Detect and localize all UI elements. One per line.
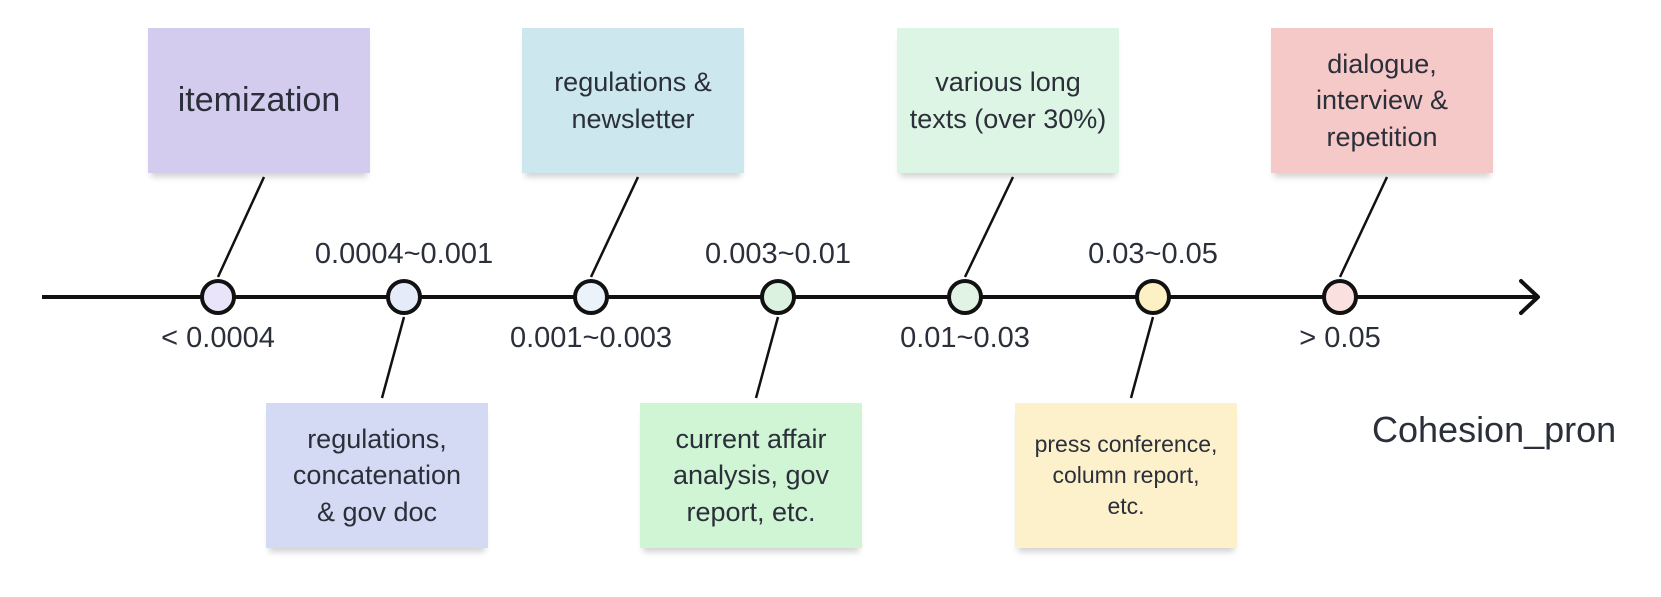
connector-line: [589, 176, 640, 278]
timeline-marker: [1322, 279, 1358, 315]
connector-line: [380, 316, 406, 399]
timeline-markers: [200, 279, 1358, 315]
category-card-itemization: itemization: [148, 28, 370, 173]
range-label: > 0.05: [1299, 322, 1381, 354]
timeline-marker: [200, 279, 236, 315]
card-label: current affair analysis, gov report, etc…: [672, 423, 830, 527]
category-card-dialogue: dialogue, interview & repetition: [1271, 28, 1493, 173]
range-label: 0.003~0.01: [705, 238, 851, 270]
connector-line: [963, 176, 1015, 278]
timeline-marker: [760, 279, 796, 315]
category-card-long-texts: various long texts (over 30%): [897, 28, 1119, 173]
card-label: various long texts (over 30%): [909, 67, 1107, 134]
connector-line: [754, 316, 780, 399]
category-card-press-conference: press conference, column report, etc.: [1015, 403, 1237, 548]
category-card-current-affair: current affair analysis, gov report, etc…: [640, 403, 862, 548]
card-label: press conference, column report, etc.: [1034, 430, 1218, 520]
timeline-marker: [1135, 279, 1171, 315]
card-label: dialogue, interview & repetition: [1315, 48, 1449, 152]
category-card-regulations-gov-doc: regulations, concatenation & gov doc: [266, 403, 488, 548]
connector-line: [1129, 316, 1155, 399]
range-label: 0.0004~0.001: [314, 238, 494, 270]
range-label: 0.01~0.03: [900, 322, 1030, 354]
range-label: < 0.0004: [161, 322, 275, 354]
card-label: itemization: [177, 80, 341, 119]
timeline-marker: [947, 279, 983, 315]
range-label: 0.03~0.05: [1088, 238, 1218, 270]
axis-arrowhead: [1519, 279, 1540, 315]
axis-title: Cohesion_pron: [1372, 409, 1617, 450]
range-label: 0.001~0.003: [509, 322, 673, 354]
connector-line: [216, 176, 266, 278]
card-label: regulations, concatenation & gov doc: [292, 423, 462, 527]
category-card-regulations-newsletter: regulations & newsletter: [522, 28, 744, 173]
connector-lines: [216, 176, 1389, 399]
timeline-marker: [573, 279, 609, 315]
card-label: regulations & newsletter: [554, 67, 712, 134]
connector-line: [1338, 176, 1389, 278]
timeline-marker: [386, 279, 422, 315]
